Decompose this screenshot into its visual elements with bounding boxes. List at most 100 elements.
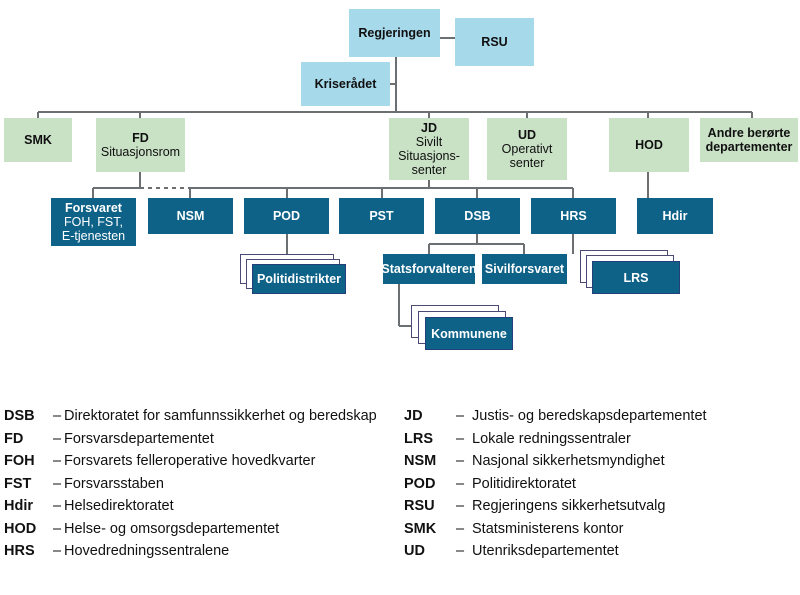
legend-row: SMK – Statsministerens kontor <box>404 519 800 540</box>
node-jd[interactable]: JD Sivilt Situasjons- senter <box>389 118 469 180</box>
legend-full: Forsvarets felleroperative hovedkvarter <box>64 453 316 470</box>
node-pst[interactable]: PST <box>339 198 424 234</box>
legend-dash: – <box>52 453 62 470</box>
legend-abbr: DSB <box>4 408 35 424</box>
legend-abbr: SMK <box>404 520 437 537</box>
legend-full: Lokale redningssentraler <box>472 430 631 447</box>
legend-abbr: HOD <box>4 520 37 537</box>
legend-row: UD – Utenriksdepartementet <box>404 541 800 562</box>
node-rsu[interactable]: RSU <box>455 18 534 66</box>
node-lrs-label: LRS <box>623 270 649 285</box>
legend-row: JD – Justis- og beredskapsdepartementet <box>404 406 800 427</box>
legend-full: Statsministerens kontor <box>472 520 624 537</box>
node-lrs-stack[interactable]: LRS <box>580 250 684 294</box>
legend-row: FST – Forsvarsstaben <box>4 474 404 495</box>
node-hod-label: HOD <box>635 138 663 152</box>
node-forsvaret-label: Forsvaret <box>65 201 122 215</box>
node-kommunene-label: Kommunene <box>431 326 507 341</box>
node-hdir-label: Hdir <box>662 209 688 223</box>
legend-full: Justis- og beredskapsdepartementet <box>472 408 707 424</box>
node-andre-departementer-label: Andre berørte departementer <box>705 126 793 154</box>
legend-row: HRS – Hovedredningssentralene <box>4 541 404 562</box>
legend-abbr: UD <box>404 543 425 560</box>
legend-dash: – <box>455 430 465 447</box>
node-hrs-label: HRS <box>560 209 587 223</box>
legend-abbr: NSM <box>404 453 437 470</box>
node-pod-label: POD <box>272 209 301 223</box>
legend-row: FOH – Forsvarets felleroperative hovedkv… <box>4 451 404 472</box>
legend-dash: – <box>52 520 62 537</box>
legend-dash: – <box>455 453 465 470</box>
node-jd-label: JD <box>421 121 437 135</box>
node-nsm[interactable]: NSM <box>148 198 233 234</box>
node-fd[interactable]: FD Situasjonsrom <box>96 118 185 172</box>
legend-dash: – <box>455 408 465 424</box>
node-nsm-label: NSM <box>176 209 205 223</box>
node-jd-sublabel: Sivilt Situasjons- senter <box>398 135 460 177</box>
legend-full: Forsvarsdepartementet <box>64 430 214 447</box>
node-dsb-label: DSB <box>464 209 491 223</box>
legend-dash: – <box>455 520 465 537</box>
node-smk-label: SMK <box>24 133 52 147</box>
node-kommunene[interactable]: Kommunene <box>425 317 513 350</box>
node-ud-label: UD <box>517 128 537 142</box>
legend-row: DSB – Direktoratet for samfunnssikkerhet… <box>4 406 404 427</box>
node-pod[interactable]: POD <box>244 198 329 234</box>
legend-abbr: JD <box>404 408 423 424</box>
node-andre-departementer[interactable]: Andre berørte departementer <box>700 118 798 162</box>
node-fd-sublabel: Situasjonsrom <box>100 145 181 159</box>
node-ud[interactable]: UD Operativt senter <box>487 118 567 180</box>
legend-full: Nasjonal sikkerhetsmyndighet <box>472 453 665 470</box>
node-kriseradet-label: Kriserådet <box>314 77 377 91</box>
node-politidistrikter-label: Politidistrikter <box>256 272 342 286</box>
legend-abbr: LRS <box>404 430 433 447</box>
node-fd-label: FD <box>132 131 149 145</box>
legend-dash: – <box>52 543 62 560</box>
node-hdir[interactable]: Hdir <box>637 198 713 234</box>
connector-lines <box>37 37 753 327</box>
legend-full: Regjeringens sikkerhetsutvalg <box>472 498 666 515</box>
legend-full: Forsvarsstaben <box>64 475 164 492</box>
node-regjeringen-label: Regjeringen <box>358 26 431 40</box>
legend-abbr: POD <box>404 475 436 492</box>
org-chart: Regjeringen RSU Kriserådet SMK FD Situas… <box>4 9 798 350</box>
node-sivilforsvaret[interactable]: Sivilforsvaret <box>482 254 567 284</box>
legend-full: Helsedirektoratet <box>64 498 174 515</box>
legend-row: NSM – Nasjonal sikkerhetsmyndighet <box>404 451 800 472</box>
legend-abbr: FD <box>4 430 24 447</box>
legend-dash: – <box>52 408 62 424</box>
legend-full: Helse- og omsorgsdepartementet <box>64 520 280 537</box>
node-politidistrikter-stack[interactable]: Politidistrikter <box>240 254 350 294</box>
node-kommunene-stack[interactable]: Kommunene <box>411 305 516 350</box>
legend-full: Utenriksdepartementet <box>472 543 619 560</box>
node-hrs[interactable]: HRS <box>531 198 616 234</box>
legend-abbr: Hdir <box>4 498 33 515</box>
legend-dash: – <box>455 498 465 515</box>
node-statsforvalteren-label: Statsforvalteren <box>381 262 477 276</box>
node-forsvaret[interactable]: Forsvaret FOH, FST, E-tjenesten <box>51 198 136 246</box>
node-statsforvalteren[interactable]: Statsforvalteren <box>381 254 477 284</box>
node-smk[interactable]: SMK <box>4 118 72 162</box>
legend-row: POD – Politidirektoratet <box>404 474 800 495</box>
legend-column-left: DSB – Direktoratet for samfunnssikkerhet… <box>4 406 404 564</box>
legend-abbr: HRS <box>4 543 35 560</box>
legend-dash: – <box>52 430 62 447</box>
legend-row: HOD – Helse- og omsorgsdepartementet <box>4 519 404 540</box>
legend-full: Hovedredningssentralene <box>64 543 230 560</box>
node-politidistrikter[interactable]: Politidistrikter <box>252 264 346 294</box>
node-hod[interactable]: HOD <box>609 118 689 172</box>
legend-dash: – <box>455 543 465 560</box>
node-rsu-label: RSU <box>481 35 508 49</box>
legend-row: LRS – Lokale redningssentraler <box>404 429 800 450</box>
node-lrs[interactable]: LRS <box>592 261 680 294</box>
legend-dash: – <box>52 498 62 515</box>
legend-abbr: RSU <box>404 498 435 515</box>
node-kriseradet[interactable]: Kriserådet <box>301 62 390 106</box>
node-dsb[interactable]: DSB <box>435 198 520 234</box>
node-forsvaret-sublabel: FOH, FST, E-tjenesten <box>61 215 126 243</box>
node-regjeringen[interactable]: Regjeringen <box>349 9 440 57</box>
legend-dash: – <box>52 475 62 492</box>
node-sivilforsvaret-label: Sivilforsvaret <box>484 262 565 276</box>
legend-column-right: JD – Justis- og beredskapsdepartementet … <box>404 406 800 564</box>
legend-row: FD – Forsvarsdepartementet <box>4 429 404 450</box>
